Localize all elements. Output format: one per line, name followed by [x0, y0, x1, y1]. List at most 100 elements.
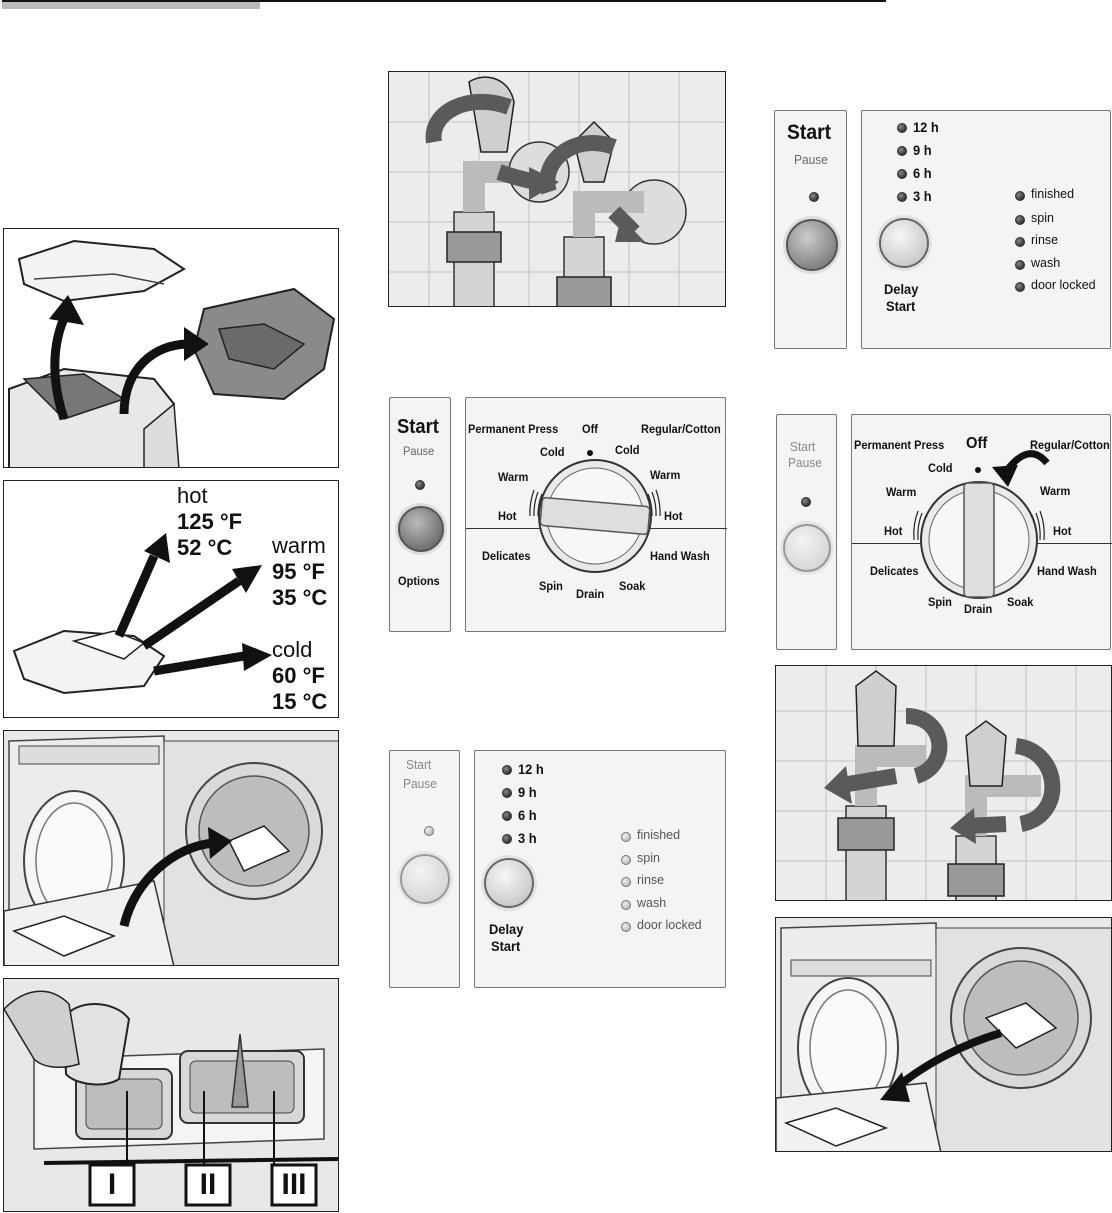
delay-status-panel: 12 h 9 h 6 h 3 h Delay Start finished sp… [474, 750, 726, 988]
start-label: Start [787, 121, 832, 144]
dial-drain: Drain [576, 587, 605, 601]
delay-12h-label: 12 h [913, 119, 939, 135]
status-finished-led [1015, 191, 1025, 201]
hot-fahrenheit: 125 °F [177, 509, 243, 534]
delay-3h-led [502, 834, 512, 844]
pause-label: Pause [794, 152, 828, 167]
cold-celsius: 15 °C [272, 689, 328, 714]
dial-hot-left: Hot [498, 509, 517, 523]
delay-start-label: Start [886, 298, 916, 314]
pause-label-dim: Pause [403, 776, 437, 791]
program-dial-off-panel: Permanent Press Off Regular/Cotton Cold … [851, 414, 1112, 650]
header-accent-bar [2, 0, 260, 9]
dial-spin: Spin [539, 579, 563, 593]
start-indicator-led [809, 192, 819, 202]
hot-celsius: 52 °C [177, 535, 233, 560]
load-drum-illustration [3, 730, 339, 966]
program-dial-panel: Permanent Press Off Regular/Cotton Cold … [465, 397, 727, 632]
dial-cold-left: Cold [540, 445, 565, 459]
status-wash-label: wash [637, 896, 667, 910]
dial-hot-right: Hot [1053, 524, 1072, 538]
close-water-tap-illustration [775, 665, 1112, 901]
delay-9h-led [502, 788, 512, 798]
dial-soak: Soak [1007, 595, 1034, 609]
unload-drum-illustration [775, 917, 1112, 1152]
start-pause-button[interactable] [786, 219, 838, 271]
start-label-dim: Start [790, 439, 816, 454]
start-label: Start [397, 416, 439, 438]
detergent-dispenser-illustration: I II III [3, 978, 339, 1212]
status-finished-led [621, 832, 631, 842]
program-selector-knob[interactable] [539, 460, 651, 572]
start-pause-button[interactable] [398, 506, 444, 552]
start-pause-off-panel: Start Pause [776, 414, 837, 650]
delay-start-button[interactable] [879, 218, 929, 268]
delay-3h-label: 3 h [913, 188, 932, 204]
delay-start-pause-panel: Start Pause [389, 750, 460, 988]
status-door-locked-label: door locked [637, 918, 702, 932]
status-wash-led [1015, 260, 1025, 270]
status-door-locked-led [621, 922, 631, 932]
dial-off-highlight: Off [966, 435, 988, 452]
dial-permanent-press: Permanent Press [854, 438, 945, 452]
cold-label: cold [272, 637, 313, 662]
compartment-ii-label: II [199, 1168, 217, 1201]
dial-regular-cotton: Regular/Cotton [1030, 438, 1110, 452]
delay-6h-led [502, 811, 512, 821]
compartment-i-label: I [107, 1168, 117, 1201]
program-selector-knob[interactable] [921, 482, 1037, 598]
dial-hand-wash: Hand Wash [1037, 564, 1097, 578]
dial-regular-cotton: Regular/Cotton [641, 422, 721, 436]
status-wash-led [621, 900, 631, 910]
status-wash-label: wash [1031, 256, 1061, 270]
start-label-dim: Start [406, 757, 432, 772]
dial-hand-wash: Hand Wash [650, 549, 710, 563]
delay-3h-label: 3 h [518, 830, 537, 846]
status-spin-label: spin [637, 851, 660, 865]
dial-spin: Spin [928, 595, 952, 609]
start-pause-control-panel: Start Pause Options [389, 397, 451, 632]
delay-label: Delay [489, 921, 524, 937]
start-pause-button[interactable] [400, 854, 450, 904]
status-finished-label: finished [637, 828, 681, 842]
delay-12h-label: 12 h [518, 761, 544, 777]
dial-warm-left: Warm [498, 470, 529, 484]
dial-cold-left: Cold [928, 461, 953, 475]
sort-laundry-illustration [3, 228, 339, 468]
delay-12h-led [897, 123, 907, 133]
delay-3h-led [897, 192, 907, 202]
status-door-locked-led [1015, 282, 1025, 292]
dial-soak: Soak [619, 579, 646, 593]
status-rinse-label: rinse [637, 873, 665, 887]
dial-hot-right: Hot [664, 509, 683, 523]
pause-label-dim: Pause [788, 455, 822, 470]
dial-warm-left: Warm [886, 485, 917, 499]
dial-warm-right: Warm [1040, 484, 1071, 498]
status-spin-led [1015, 215, 1025, 225]
delay-start-label: Start [491, 938, 521, 954]
delay-status-active-panel: 12 h 9 h 6 h 3 h Delay Start finished sp… [861, 110, 1111, 349]
dial-warm-right: Warm [650, 468, 681, 482]
wash-temperature-illustration: hot 125 °F 52 °C warm 95 °F 35 °C cold 6… [3, 480, 339, 718]
status-spin-label: spin [1031, 211, 1054, 225]
status-rinse-led [1015, 237, 1025, 247]
dial-delicates: Delicates [870, 564, 919, 578]
header-rule [2, 0, 886, 2]
dial-cold-right: Cold [615, 443, 640, 457]
delay-label: Delay [884, 281, 919, 297]
hot-label: hot [177, 483, 208, 508]
dial-permanent-press: Permanent Press [468, 422, 559, 436]
start-indicator-led [415, 480, 425, 490]
status-door-locked-label: door locked [1031, 278, 1096, 292]
compartment-iii-label: III [281, 1168, 307, 1201]
options-label: Options [398, 574, 440, 588]
delay-9h-led [897, 146, 907, 156]
open-water-tap-illustration [388, 71, 726, 307]
cold-fahrenheit: 60 °F [272, 663, 325, 688]
start-pause-button[interactable] [783, 524, 831, 572]
status-rinse-led [621, 877, 631, 887]
start-indicator-led [801, 497, 811, 507]
delay-9h-label: 9 h [518, 784, 537, 800]
dial-drain: Drain [964, 602, 993, 616]
delay-start-button[interactable] [484, 858, 534, 908]
